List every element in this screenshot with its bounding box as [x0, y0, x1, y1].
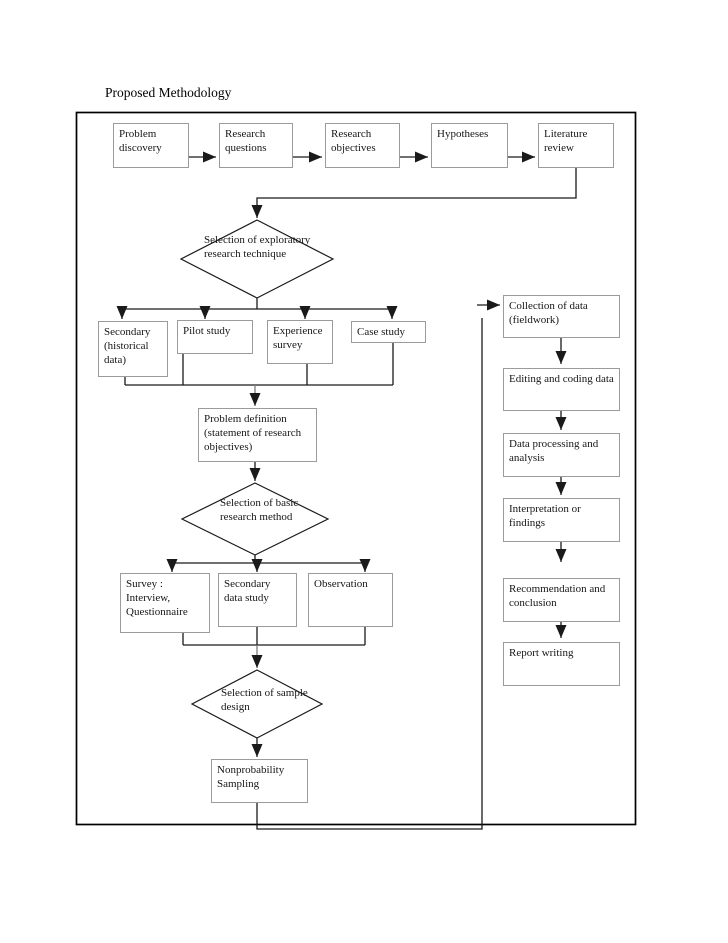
node-editing-coding: Editing and coding data	[503, 368, 620, 411]
node-case-study: Case study	[351, 321, 426, 343]
connector-review-to-diamond	[251, 167, 577, 218]
node-collection-of-data: Collection of data (fieldwork)	[503, 295, 620, 338]
node-survey-interview: Survey : Interview, Questionnaire	[120, 573, 210, 633]
node-pilot-study: Pilot study	[177, 320, 253, 354]
page-title: Proposed Methodology	[105, 85, 232, 100]
node-secondary-data-study: Secondary data study	[218, 573, 297, 627]
node-hypotheses: Hypotheses	[431, 123, 508, 168]
node-interpretation: Interpretation or findings	[503, 498, 620, 542]
node-nonprobability-sampling: Nonprobability Sampling	[211, 759, 308, 803]
node-secondary-historical: Secondary (historical data)	[98, 321, 168, 377]
node-selection-basic-label: Selection of basic research method	[220, 497, 299, 523]
node-experience-survey: Experience survey	[267, 320, 333, 364]
node-problem-definition: Problem definition (statement of researc…	[198, 408, 317, 462]
connector-sampling-to-collection	[256, 318, 483, 830]
node-literature-review: Literature review	[538, 123, 614, 168]
node-selection-exploratory-label: Selection of exploratory research techni…	[204, 234, 311, 260]
node-observation: Observation	[308, 573, 393, 627]
node-report-writing: Report writing	[503, 642, 620, 686]
node-research-objectives: Research objectives	[325, 123, 400, 168]
node-data-processing: Data processing and analysis	[503, 433, 620, 477]
node-problem-discovery: Problem discovery	[113, 123, 189, 168]
flowchart-frame	[75, 111, 637, 826]
node-research-questions: Research questions	[219, 123, 293, 168]
node-recommendation: Recommendation and conclusion	[503, 578, 620, 622]
node-selection-sample-label: Selection of sample design	[221, 687, 308, 713]
